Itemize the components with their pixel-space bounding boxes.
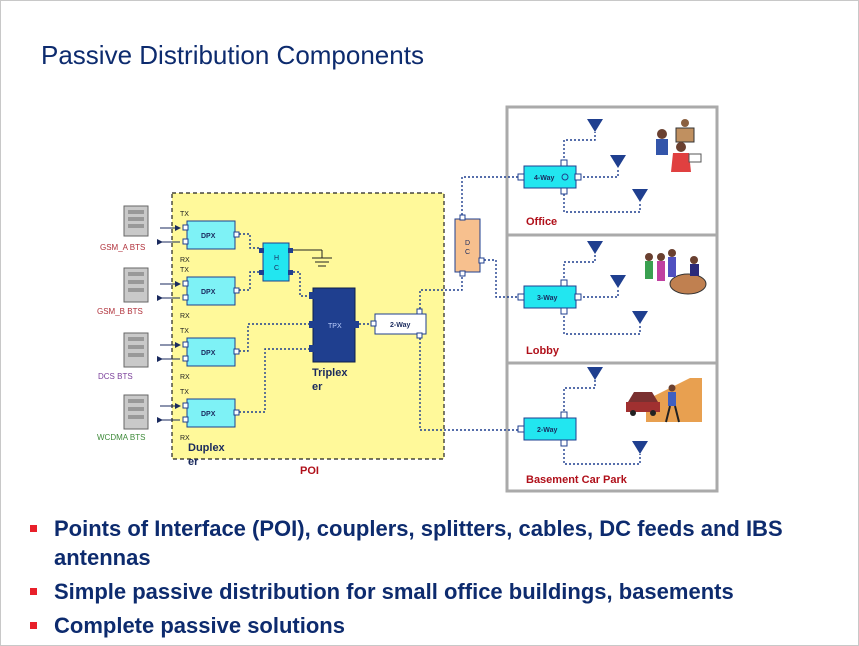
hybrid-combiner bbox=[259, 242, 293, 282]
triplexer bbox=[309, 287, 359, 363]
tx-label: TX bbox=[180, 211, 189, 218]
duplexer-caption: er bbox=[188, 456, 199, 468]
bts-label-gsm-b: GSM_B BTS bbox=[97, 307, 143, 316]
rx-label: RX bbox=[180, 313, 190, 320]
lobby-splitter-label: 3-Way bbox=[537, 295, 557, 302]
duplexer-3 bbox=[182, 337, 240, 367]
dc-coupler bbox=[454, 214, 485, 277]
bts-label-gsm-a: GSM_A BTS bbox=[100, 243, 145, 252]
basement-splitter bbox=[517, 411, 577, 447]
ground-symbol bbox=[293, 249, 332, 267]
hc-label: H bbox=[274, 255, 279, 262]
bullet-marker bbox=[30, 588, 37, 595]
basement-splitter-label: 2-Way bbox=[537, 427, 557, 434]
poi-splitter bbox=[370, 308, 427, 339]
bts-rack-wcdma bbox=[123, 394, 149, 430]
bullet-text: Simple passive distribution for small of… bbox=[54, 579, 734, 604]
zone-label-lobby: Lobby bbox=[526, 345, 560, 357]
lobby-splitter bbox=[517, 279, 582, 315]
bts-rack-dcs bbox=[123, 332, 149, 368]
bts-rack-gsm-b bbox=[123, 267, 149, 303]
duplexer-caption: Duplex bbox=[188, 442, 226, 454]
car-park-illustration bbox=[626, 378, 702, 423]
duplexer-2 bbox=[182, 276, 240, 306]
slide-title: Passive Distribution Components bbox=[41, 40, 424, 70]
bts-label-wcdma: WCDMA BTS bbox=[97, 433, 145, 442]
hc-label: C bbox=[274, 265, 279, 272]
dc-label: D bbox=[465, 240, 470, 247]
rx-label: RX bbox=[180, 435, 190, 442]
bullet-list: Points of Interface (POI), couplers, spl… bbox=[28, 514, 828, 645]
lobby-people-illustration bbox=[645, 249, 707, 295]
office-splitter bbox=[517, 159, 582, 195]
distribution-diagram: POI GSM_A BTS GSM_B BTS DCS BTS WCDMA BT… bbox=[97, 105, 719, 493]
bullet-item: Simple passive distribution for small of… bbox=[28, 577, 828, 606]
bullet-marker bbox=[30, 622, 37, 629]
tx-label: TX bbox=[180, 267, 189, 274]
dc-label: C bbox=[465, 249, 470, 256]
duplexer-label: DPX bbox=[201, 411, 216, 418]
cables bbox=[239, 132, 641, 465]
bts-rack-gsm-a bbox=[123, 205, 149, 237]
triplexer-caption: er bbox=[312, 381, 323, 393]
bullet-item: Complete passive solutions bbox=[28, 611, 828, 640]
rx-label: RX bbox=[180, 257, 190, 264]
duplexer-label: DPX bbox=[201, 350, 216, 357]
tx-rx-arrows bbox=[157, 225, 181, 423]
bts-label-dcs: DCS BTS bbox=[98, 372, 133, 381]
antenna-icon bbox=[587, 119, 648, 454]
duplexer-1 bbox=[182, 220, 240, 250]
poi-splitter-label: 2-Way bbox=[390, 322, 410, 329]
bullet-text: Complete passive solutions bbox=[54, 613, 345, 638]
duplexer-4 bbox=[182, 398, 240, 428]
zone-label-office: Office bbox=[526, 216, 557, 228]
office-people-illustration bbox=[656, 119, 702, 172]
poi-label: POI bbox=[300, 465, 319, 477]
bullet-item: Points of Interface (POI), couplers, spl… bbox=[28, 514, 828, 572]
zone-label-basement: Basement Car Park bbox=[526, 474, 628, 486]
tx-label: TX bbox=[180, 389, 189, 396]
bullet-marker bbox=[30, 525, 37, 532]
rx-label: RX bbox=[180, 374, 190, 381]
duplexer-label: DPX bbox=[201, 233, 216, 240]
tx-label: TX bbox=[180, 328, 189, 335]
office-splitter-label: 4-Way bbox=[534, 175, 554, 182]
bullet-text: Points of Interface (POI), couplers, spl… bbox=[54, 516, 783, 570]
duplexer-label: DPX bbox=[201, 289, 216, 296]
triplexer-caption: Triplex bbox=[312, 367, 348, 379]
triplexer-label: TPX bbox=[328, 323, 342, 330]
